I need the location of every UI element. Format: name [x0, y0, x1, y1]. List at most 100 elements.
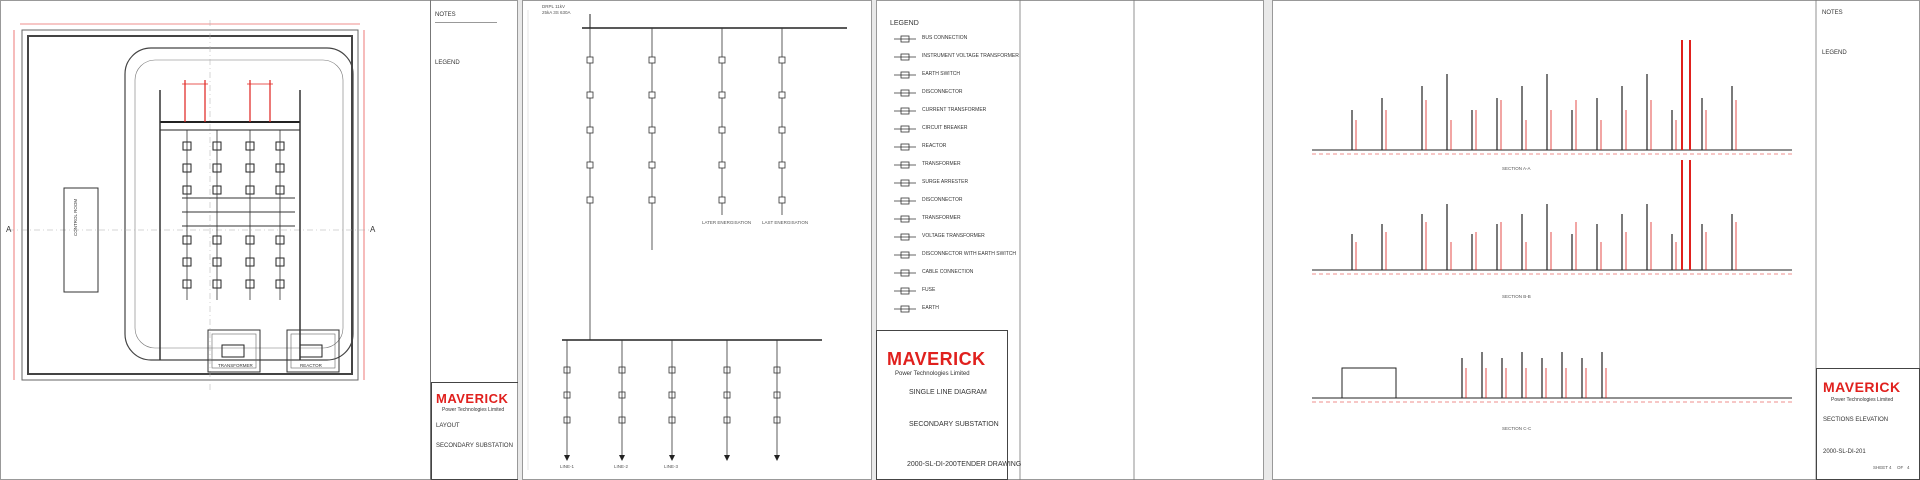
legend-item-label: VOLTAGE TRANSFORMER: [922, 233, 985, 239]
sld-component: [718, 161, 726, 169]
legend-item-label: EARTH: [922, 305, 939, 311]
layout-info-panel: NOTES LEGEND MAVERICK Power Technologies…: [430, 0, 518, 480]
sheet-sld[interactable]: DRPL 11kV 25kA 3S 630A LINE-1 LINE-2 LIN…: [522, 0, 872, 480]
sections-sheet-label: SHEET: [1873, 465, 1889, 470]
layout-title: LAYOUT: [436, 423, 460, 429]
bus-connection-icon: [894, 35, 916, 43]
legend-item: DISCONNECTOR: [890, 86, 1020, 100]
sheet-gap-3: [1264, 0, 1272, 480]
surge-arrester-icon: [894, 179, 916, 187]
fuse-icon: [894, 287, 916, 295]
legend-item: DISCONNECTOR WITH EARTH SWITCH: [890, 248, 1020, 262]
maverick-logo-sub-1: Power Technologies Limited: [442, 407, 505, 413]
sections-of-value: 4: [1907, 465, 1910, 470]
sld-component: [586, 196, 594, 204]
section-a-label: SECTION A-A: [1502, 166, 1531, 171]
sld-component: [778, 91, 786, 99]
sld-feeder-later: LATER ENERGISATION: [702, 220, 752, 225]
sld-feeder-1: LINE-1: [560, 464, 575, 469]
legend-item: EARTH: [890, 302, 1020, 316]
sections-title-block: MAVERICK Power Technologies Limited SECT…: [1816, 368, 1920, 480]
sld-feeder-last: LAST ENERGISATION: [762, 220, 809, 225]
sheet-gap-1: [518, 0, 522, 480]
circuit-breaker-icon: [894, 125, 916, 133]
legend-item-label: TRANSFORMER: [922, 215, 961, 221]
disconnector-icon: [894, 89, 916, 97]
legend-item-label: REACTOR: [922, 143, 947, 149]
current-transformer-icon: [894, 107, 916, 115]
legend-item: INSTRUMENT VOLTAGE TRANSFORMER: [890, 50, 1020, 64]
legend-item: VOLTAGE TRANSFORMER: [890, 230, 1020, 244]
sld-component: [778, 161, 786, 169]
legend-item-label: FUSE: [922, 287, 936, 293]
legend-panel: LEGEND BUS CONNECTION INSTRUMENT VOLTAGE …: [876, 0, 1021, 480]
sld-component: [586, 91, 594, 99]
legend-item: CURRENT TRANSFORMER: [890, 104, 1020, 118]
sections-title: SECTIONS ELEVATION: [1823, 417, 1889, 423]
legend-item: DISCONNECTOR: [890, 194, 1020, 208]
sld-component: [718, 126, 726, 134]
sld-status: TENDER DRAWING: [957, 461, 1022, 468]
earth-icon: [894, 305, 916, 313]
sld-title-block: MAVERICK Power Technologies Limited SING…: [876, 330, 1021, 480]
legend-item: TRANSFORMER: [890, 212, 1020, 226]
legend-item-label: DISCONNECTOR: [922, 89, 963, 95]
legend-item: CABLE CONNECTION: [890, 266, 1020, 280]
sld-component: [648, 196, 656, 204]
reactor-icon: [894, 143, 916, 151]
disconnector-2-icon: [894, 197, 916, 205]
sld-component: [778, 196, 786, 204]
sld-component: [778, 126, 786, 134]
voltage-transformer-icon: [894, 233, 916, 241]
layout-notes-heading: NOTES: [435, 12, 456, 18]
legend-item: TRANSFORMER: [890, 158, 1020, 172]
legend-heading: LEGEND: [890, 20, 919, 27]
sections-sheet-value: 4: [1889, 465, 1892, 470]
maverick-logo-1: MAVERICK: [436, 391, 509, 406]
legend-item: BUS CONNECTION: [890, 32, 1020, 46]
legend-item: EARTH SWITCH: [890, 68, 1020, 82]
sections-info-panel: NOTES LEGEND MAVERICK Power Technologies…: [1816, 0, 1920, 480]
sld-component: [718, 56, 726, 64]
legend-item: CIRCUIT BREAKER: [890, 122, 1020, 136]
sld-component: [648, 91, 656, 99]
sld-feeder-3: LINE-3: [664, 464, 679, 469]
sld-component: [586, 56, 594, 64]
sld-drawing-no: 2000-SL-DI-200: [907, 461, 957, 468]
sld-component: [718, 91, 726, 99]
legend-item-label: TRANSFORMER: [922, 161, 961, 167]
transformer-icon: [894, 161, 916, 169]
reactor-label: REACTOR: [300, 363, 322, 368]
sld-component: [718, 196, 726, 204]
legend-item-label: DISCONNECTOR WITH EARTH SWITCH: [922, 251, 1016, 257]
maverick-logo-2: MAVERICK: [887, 349, 986, 369]
sheet-gap-2: [872, 0, 876, 480]
legend-item-label: DISCONNECTOR: [922, 197, 963, 203]
sections-legend-heading: LEGEND: [1822, 50, 1847, 56]
legend-item-label: EARTH SWITCH: [922, 71, 960, 77]
section-mark-right: A: [370, 225, 376, 234]
sld-component: [648, 161, 656, 169]
legend-item: REACTOR: [890, 140, 1020, 154]
sheet-layout[interactable]: CONTROL ROOM TRANSFORMER REACTOR A A NOT…: [0, 0, 518, 480]
legend-item-label: CIRCUIT BREAKER: [922, 125, 968, 131]
maverick-logo-sub-3: Power Technologies Limited: [1831, 397, 1894, 403]
legend-item-label: BUS CONNECTION: [922, 35, 968, 41]
legend-item-label: INSTRUMENT VOLTAGE TRANSFORMER: [922, 53, 1019, 59]
transformer-2-icon: [894, 215, 916, 223]
layout-notes-line: [435, 22, 497, 23]
cable-connection-icon: [894, 269, 916, 277]
sld-component: [648, 126, 656, 134]
sections-notes-heading: NOTES: [1822, 10, 1843, 16]
section-mark-left: A: [6, 225, 12, 234]
section-b-label: SECTION B-B: [1502, 294, 1531, 299]
layout-subtitle: SECONDARY SUBSTATION: [436, 443, 513, 449]
sheet-sections[interactable]: SECTION A-A SECTION B-B SECTION C-C NOTE…: [1272, 0, 1920, 480]
sld-component: [586, 126, 594, 134]
sld-drawing-title: SINGLE LINE DIAGRAM: [909, 389, 987, 396]
earth-switch-icon: [894, 71, 916, 79]
sheet-legend[interactable]: LEGEND BUS CONNECTION INSTRUMENT VOLTAGE …: [876, 0, 1264, 480]
sections-drawing-no: 2000-SL-DI-201: [1823, 449, 1866, 455]
layout-legend-heading: LEGEND: [435, 60, 460, 66]
